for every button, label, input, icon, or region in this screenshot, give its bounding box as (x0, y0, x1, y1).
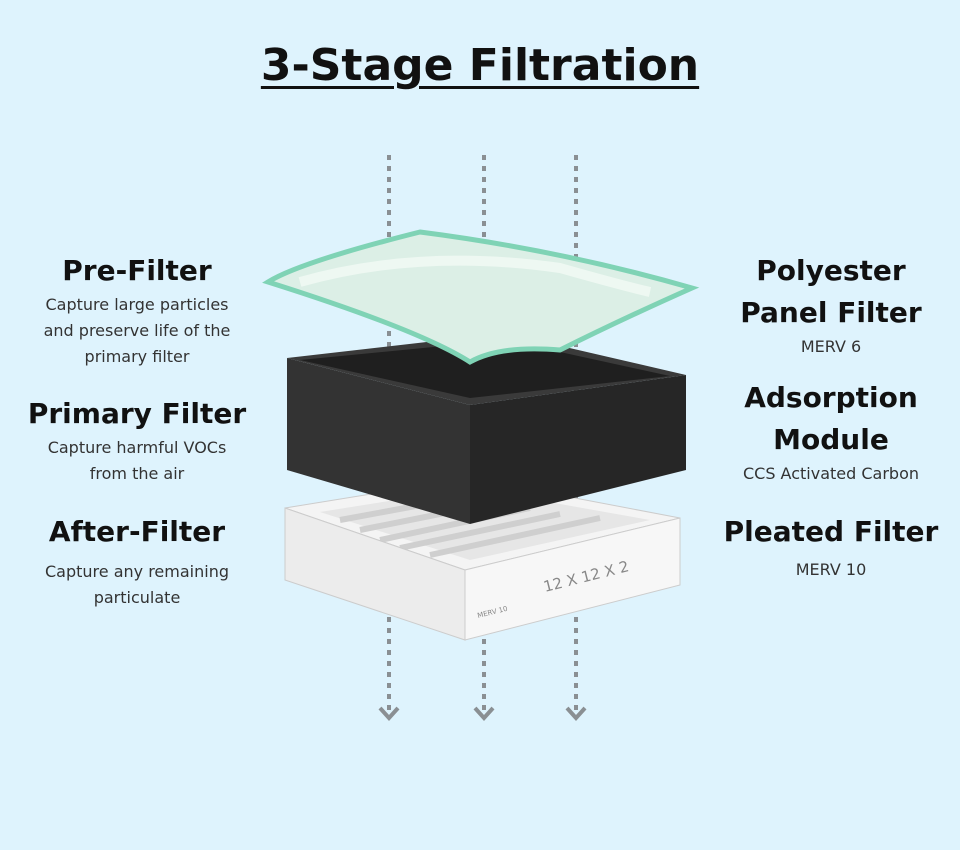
pleated-filter-rating: MERV 10 (795, 560, 867, 579)
polyester-panel-rating: MERV 6 (800, 337, 862, 356)
arrow-head-icon (473, 706, 495, 721)
primary-filter-label: Primary Filter Capture harmful VOCs from… (17, 393, 257, 487)
arrow-head-icon (378, 706, 400, 721)
arrow-head-icon (565, 706, 587, 721)
pre-filter-description: Capture large particles (45, 295, 229, 314)
adsorption-module-heading: Module (773, 423, 889, 456)
after-filter-heading: After-Filter (48, 515, 226, 548)
primary-filter-description: Capture harmful VOCs (47, 438, 227, 457)
adsorption-module-heading: Adsorption (744, 381, 918, 414)
after-filter-label: After-Filter Capture any remaining parti… (17, 511, 257, 611)
pre-filter-description: and preserve life of the (43, 321, 231, 340)
pre-filter-description: primary filter (84, 347, 190, 366)
pre-filter (262, 229, 700, 365)
after-filter-description: particulate (93, 588, 181, 607)
after-filter-description: Capture any remaining (45, 562, 229, 581)
pleated-filter-label: Pleated Filter MERV 10 (711, 511, 951, 583)
adsorption-module-description: CCS Activated Carbon (742, 464, 920, 483)
polyester-panel-label: Polyester Panel Filter MERV 6 (711, 250, 951, 360)
page-title: 3-Stage Filtration (260, 40, 700, 91)
pre-filter-label: Pre-Filter Capture large particles and p… (17, 250, 257, 370)
polyester-panel-heading: Panel Filter (740, 296, 922, 329)
adsorption-module-label: Adsorption Module CCS Activated Carbon (711, 377, 951, 487)
polyester-panel-heading: Polyester (756, 254, 906, 287)
primary-filter-description: from the air (89, 464, 185, 483)
pre-filter-heading: Pre-Filter (62, 254, 212, 287)
primary-filter-heading: Primary Filter (27, 397, 247, 430)
pleated-filter-heading: Pleated Filter (723, 515, 939, 548)
carbon-module (287, 333, 686, 524)
